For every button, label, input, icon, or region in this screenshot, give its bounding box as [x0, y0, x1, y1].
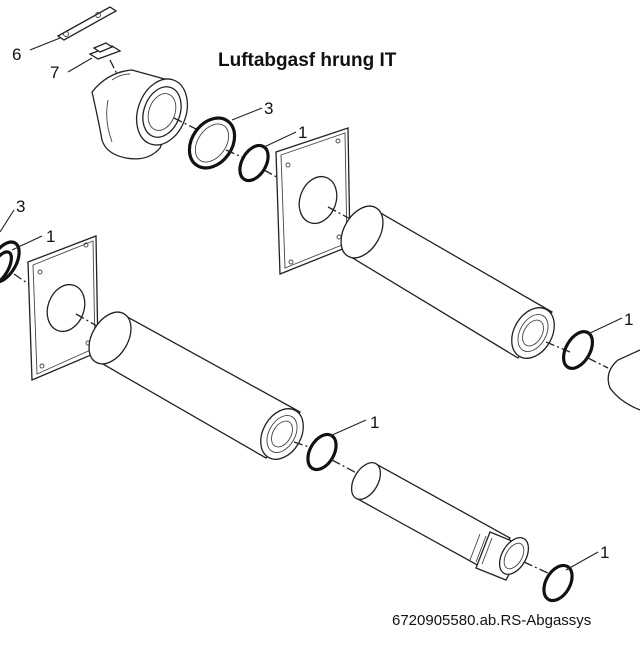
part-6-clamp	[29, 6, 118, 51]
pipe-right-partial	[607, 349, 640, 411]
callout-1-upper: 1	[298, 123, 307, 142]
pipe-upper	[340, 205, 555, 359]
seal-ring-1-upper	[238, 143, 270, 183]
elbow-fitting	[91, 69, 189, 160]
figure-caption: 6720905580.ab.RS-Abgassys	[392, 612, 592, 629]
wall-plate-lower	[27, 235, 99, 381]
seal-ring-1-middle	[306, 432, 338, 472]
part-7-cap	[67, 42, 122, 77]
callout-1-left: 1	[46, 227, 55, 246]
wall-plate-upper	[275, 127, 351, 275]
callout-3-upper: 3	[264, 99, 273, 118]
callout-3-left: 3	[16, 197, 25, 216]
callout-1-right: 1	[624, 310, 633, 329]
diagram-title: Luftabgasf hrung IT	[218, 50, 397, 71]
seal-ring-1-left	[0, 250, 13, 286]
seal-ring-1-bottom	[542, 563, 574, 603]
seal-ring-3-left	[0, 240, 21, 284]
callout-1-bottom: 1	[600, 543, 609, 562]
callout-6: 6	[12, 45, 21, 64]
pipe-lower	[88, 311, 304, 460]
callout-1-middle: 1	[370, 413, 379, 432]
callout-7: 7	[50, 63, 59, 82]
pipe-short	[350, 462, 530, 581]
seal-ring-3-upper	[187, 116, 237, 170]
seal-ring-1-right	[561, 330, 595, 370]
